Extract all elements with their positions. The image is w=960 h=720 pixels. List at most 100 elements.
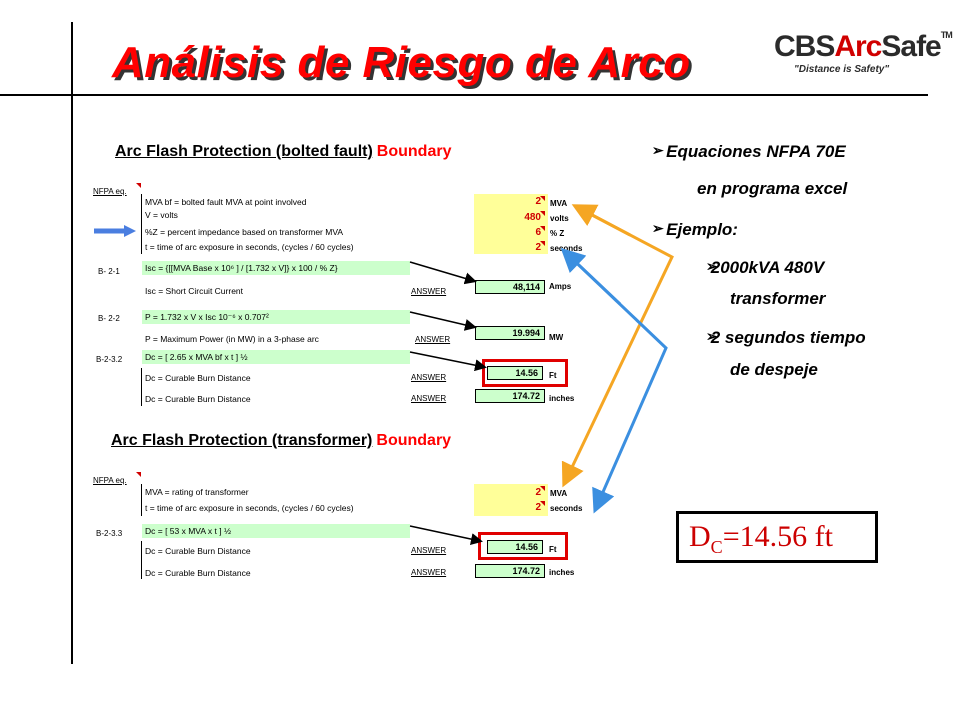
comment-marker <box>540 501 545 506</box>
result-dc-box: DC=14.56 ft <box>676 511 878 563</box>
input-value-transformer-mva[interactable]: 2 <box>535 487 541 498</box>
input-value-transformer-time[interactable]: 2 <box>535 502 541 513</box>
orange-pointer-arrow <box>561 204 674 488</box>
eq-ref-b-2-2: B- 2-2 <box>98 314 120 323</box>
arrow-bullet-icon: ➢ <box>652 220 664 236</box>
comment-marker <box>136 472 141 477</box>
input-value-impedance[interactable]: 6 <box>535 227 541 238</box>
highlight-box <box>482 359 568 387</box>
section2-title: Arc Flash Protection (transformer)Bounda… <box>111 432 452 449</box>
formula-dc-transformer: Dc = [ 53 x MVA x t ] ½ <box>145 526 232 536</box>
answer-value-isc: 48,114 <box>475 280 545 294</box>
desc-power: P = Maximum Power (in MW) in a 3-phase a… <box>145 334 319 344</box>
slide-title: Análisis de Riesgo de Arco <box>112 38 691 87</box>
input-label-impedance: %Z = percent impedance based on transfor… <box>145 227 344 237</box>
arrow-bullet-icon: ➢ <box>652 142 664 158</box>
comment-marker <box>540 196 545 201</box>
eq-ref-b-2-3-2: B-2-3.2 <box>96 355 123 364</box>
bullet-item: ➢ Ejemplo: <box>652 220 738 239</box>
formula-cell-dc-transformer <box>142 524 410 538</box>
desc-dc-transformer-inches: Dc = Curable Burn Distance <box>145 568 251 578</box>
desc-dc-inches: Dc = Curable Burn Distance <box>145 394 251 404</box>
input-unit-transformer-mva: MVA <box>550 489 568 498</box>
comment-marker <box>540 241 545 246</box>
input-unit-mva: MVA <box>550 199 568 208</box>
top-horizontal-rule <box>0 94 928 96</box>
orange-pointer-arrowhead <box>571 204 631 237</box>
bracket-line <box>141 194 142 254</box>
answer-label-power: ANSWER <box>415 335 451 344</box>
connector-arrow <box>409 351 487 372</box>
input-label-time: t = time of arc exposure in seconds, (cy… <box>145 242 354 252</box>
section2-nfpa-label: NFPA eq. <box>93 476 127 485</box>
formula-cell-isc <box>142 261 410 275</box>
answer-unit-dc-transformer-ft: Ft <box>549 545 557 554</box>
answer-label-dc-inches: ANSWER <box>411 394 447 403</box>
logo-tagline: "Distance is Safety" <box>794 64 890 75</box>
answer-unit-power: MW <box>549 333 564 342</box>
highlight-box <box>478 532 568 560</box>
desc-dc-transformer-ft: Dc = Curable Burn Distance <box>145 546 251 556</box>
answer-label-dc-transformer-inches: ANSWER <box>411 568 447 577</box>
formula-cell-dc <box>142 350 410 364</box>
sub-bullet-item: ➢ 2 segundos tiempo <box>706 328 866 347</box>
eq-ref-b-2-1: B- 2-1 <box>98 267 120 276</box>
section1-input-cells <box>474 194 548 254</box>
answer-unit-dc-ft: Ft <box>549 371 557 380</box>
sub-bullet-item: ➢ 2000kVA 480V <box>706 258 825 277</box>
answer-label-dc-ft: ANSWER <box>411 373 447 382</box>
sub-bullet-continuation: de despeje <box>730 360 818 379</box>
bracket-line <box>141 541 142 579</box>
answer-label-isc: ANSWER <box>411 287 447 296</box>
input-label-mva: MVA bf = bolted fault MVA at point invol… <box>145 197 307 207</box>
input-value-time[interactable]: 2 <box>535 242 541 253</box>
desc-isc: Isc = Short Circuit Current <box>145 286 244 296</box>
formula-dc: Dc = [ 2.65 x MVA bf x t ] ½ <box>145 352 248 362</box>
input-label-transformer-mva: MVA = rating of transformer <box>145 487 249 497</box>
answer-unit-dc-inches: inches <box>549 394 575 403</box>
answer-value-power: 19.994 <box>475 326 545 340</box>
connector-arrow <box>409 525 483 545</box>
arrow-bullet-icon: ➢ <box>706 328 718 344</box>
answer-value-dc-ft: 14.56 <box>487 366 543 380</box>
input-value-mva[interactable]: 2 <box>535 196 541 207</box>
answer-unit-dc-transformer-inches: inches <box>549 568 575 577</box>
logo-wordmark: CBSArcSafeTM <box>774 30 953 63</box>
comment-marker <box>136 183 141 188</box>
answer-label-dc-transformer-ft: ANSWER <box>411 546 447 555</box>
arrow-bullet-icon: ➢ <box>706 258 718 274</box>
input-unit-volts: volts <box>550 214 569 223</box>
comment-marker <box>540 211 545 216</box>
eq-ref-b-2-3-3: B-2-3.3 <box>96 529 123 538</box>
connector-arrow <box>409 311 477 331</box>
connector-arrow <box>409 261 477 285</box>
comment-marker <box>540 486 545 491</box>
sub-bullet-continuation: transformer <box>730 289 826 308</box>
answer-value-dc-inches: 174.72 <box>475 389 545 403</box>
answer-value-dc-transformer-inches: 174.72 <box>475 564 545 578</box>
blue-pointer-arrow-icon <box>94 225 136 237</box>
formula-power: P = 1.732 x V x Isc 10⁻⁶ x 0.707² <box>145 312 269 322</box>
section1-nfpa-label: NFPA eq. <box>93 187 127 196</box>
answer-unit-isc: Amps <box>549 282 572 291</box>
bracket-line <box>141 368 142 406</box>
left-vertical-rule <box>71 22 73 664</box>
input-label-transformer-time: t = time of arc exposure in seconds, (cy… <box>145 503 354 513</box>
bullet-item-continuation: en programa excel <box>697 179 848 198</box>
bracket-line <box>141 484 142 516</box>
desc-dc-ft: Dc = Curable Burn Distance <box>145 373 251 383</box>
comment-marker <box>540 226 545 231</box>
input-label-volts: V = volts <box>145 210 178 220</box>
input-unit-transformer-time: seconds <box>550 504 583 513</box>
answer-value-dc-transformer-ft: 14.56 <box>487 540 543 554</box>
input-value-volts[interactable]: 480 <box>524 212 541 223</box>
blue-pointer-arrowhead <box>560 247 622 306</box>
section1-title: Arc Flash Protection (bolted fault)Bound… <box>115 143 452 160</box>
input-unit-impedance: % Z <box>550 229 565 238</box>
cbs-arcsafe-logo: CBSArcSafeTM "Distance is Safety" <box>774 30 953 82</box>
formula-isc: Isc = {[[MVA Base x 10⁶ ] / [1.732 x V]}… <box>145 263 338 273</box>
bullet-item: ➢ Equaciones NFPA 70E <box>652 142 846 161</box>
section2-input-cells <box>474 484 548 516</box>
formula-cell-power <box>142 310 410 324</box>
